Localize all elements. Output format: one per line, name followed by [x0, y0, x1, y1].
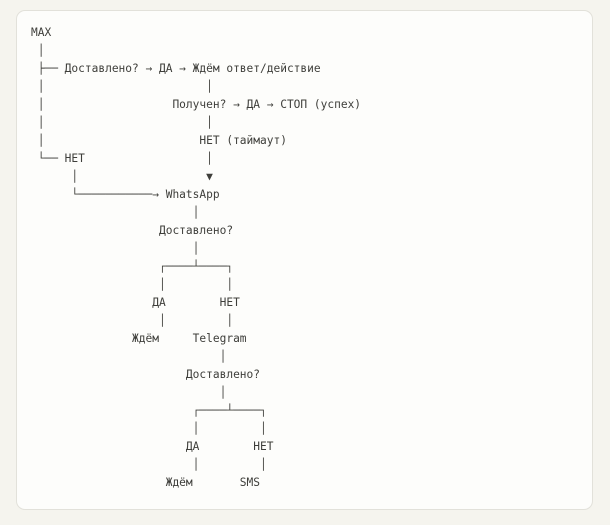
- ascii-flowchart: MAX │ ├── Доставлено? → ДА → Ждём ответ/…: [31, 26, 362, 489]
- code-block-card: MAX │ ├── Доставлено? → ДА → Ждём ответ/…: [16, 10, 593, 510]
